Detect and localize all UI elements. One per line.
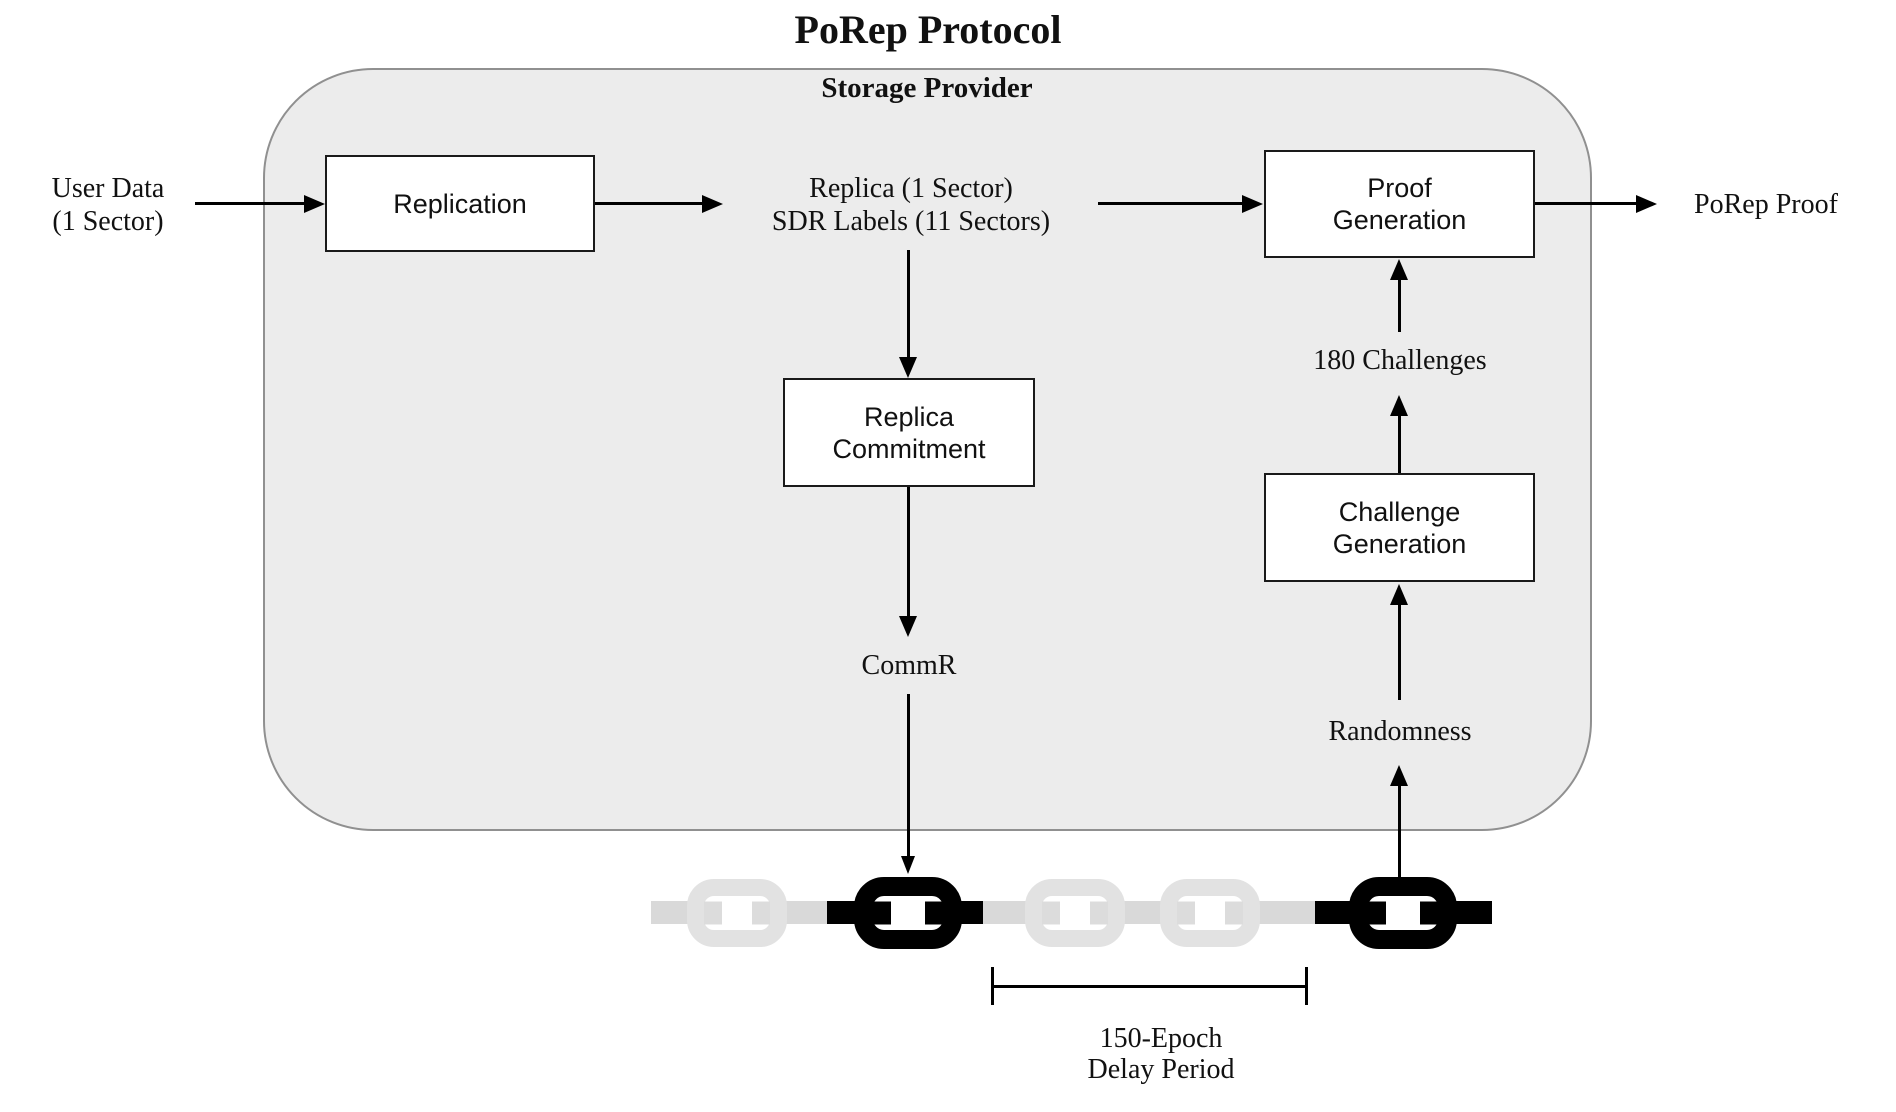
chain-link-icon	[687, 879, 787, 947]
arrowhead-icon	[304, 195, 325, 213]
arrowhead-icon	[1390, 584, 1408, 605]
replica-sdr-label: Replica (1 Sector) SDR Labels (11 Sector…	[772, 172, 1050, 238]
arrowhead-icon	[1390, 259, 1408, 280]
arrow-shaft	[1398, 280, 1401, 332]
chain-link-icon	[1025, 879, 1125, 947]
arrow-shaft	[1398, 605, 1401, 700]
chain-link-stub	[704, 901, 722, 925]
arrow-shaft	[1398, 416, 1401, 473]
arrowhead-icon	[901, 856, 915, 874]
bracket-tick-right	[1305, 967, 1308, 1005]
diagram-title: PoRep Protocol	[794, 7, 1062, 52]
delay-period-line1: 150-Epoch	[1099, 1023, 1223, 1054]
chain-link-stub	[752, 901, 770, 925]
storage-provider-label: Storage Provider	[821, 72, 1033, 104]
proof-generation-line1: Proof	[1367, 173, 1432, 203]
user-data-line2: (1 Sector)	[52, 206, 164, 237]
proof-generation-node: Proof Generation	[1264, 150, 1535, 258]
arrowhead-icon	[899, 616, 917, 637]
replica-commitment-line2: Commitment	[832, 433, 986, 464]
challenge-generation-node: Challenge Generation	[1264, 473, 1535, 582]
delay-period-label: 150-Epoch Delay Period	[1088, 1023, 1235, 1085]
delay-period-line2: Delay Period	[1087, 1054, 1235, 1085]
arrowhead-icon	[899, 357, 917, 378]
arrowhead-icon	[1390, 395, 1408, 416]
user-data-label: User Data (1 Sector)	[52, 172, 165, 238]
chain-link-icon	[1160, 879, 1260, 947]
arrowhead-icon	[1390, 765, 1408, 786]
chain-link-icon	[1349, 877, 1457, 949]
proof-generation-line2: Generation	[1332, 205, 1467, 235]
arrow-shaft	[1098, 202, 1244, 205]
chain-link-stub	[873, 901, 891, 925]
replica-sdr-line1: Replica (1 Sector)	[809, 173, 1013, 204]
replication-node: Replication	[325, 155, 595, 252]
chain-link-stub	[925, 901, 943, 925]
commr-label: CommR	[861, 650, 957, 681]
bracket-line	[992, 985, 1307, 988]
arrow-shaft	[1398, 786, 1401, 878]
replica-commitment-line1: Replica	[863, 401, 955, 432]
arrow-shaft	[195, 202, 306, 205]
chain-link-icon	[854, 877, 962, 949]
arrow-shaft	[907, 694, 910, 858]
chain-link-stub	[1225, 901, 1243, 925]
arrow-shaft	[595, 202, 704, 205]
arrow-shaft	[907, 250, 910, 359]
chain-bar-gray	[651, 901, 1315, 924]
chain-link-stub	[1420, 901, 1438, 925]
arrow-shaft	[907, 487, 910, 618]
replica-commitment-node: Replica Commitment	[783, 378, 1035, 487]
challenges-180-label: 180 Challenges	[1313, 345, 1487, 376]
challenge-generation-line1: Challenge	[1338, 496, 1461, 527]
randomness-label: Randomness	[1328, 716, 1472, 747]
chain-link-stub	[1177, 901, 1195, 925]
user-data-line1: User Data	[51, 173, 165, 204]
replication-label: Replication	[393, 188, 527, 219]
arrowhead-icon	[702, 195, 723, 213]
chain-link-stub	[1090, 901, 1108, 925]
arrowhead-icon	[1242, 195, 1263, 213]
arrow-shaft	[1535, 202, 1638, 205]
replica-sdr-line2: SDR Labels (11 Sectors)	[771, 206, 1051, 237]
porep-proof-label: PoRep Proof	[1694, 189, 1838, 220]
arrowhead-icon	[1636, 195, 1657, 213]
bracket-tick-left	[991, 967, 994, 1005]
chain-link-stub	[1042, 901, 1060, 925]
challenge-generation-line2: Generation	[1332, 528, 1467, 559]
chain-link-stub	[1368, 901, 1386, 925]
